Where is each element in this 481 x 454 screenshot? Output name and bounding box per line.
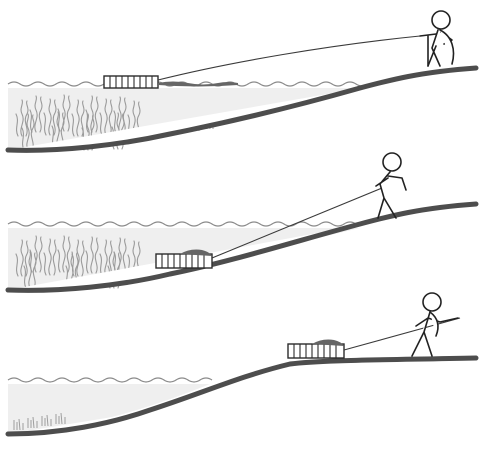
person-pulling-rope bbox=[420, 11, 454, 66]
water-surface-waves bbox=[8, 378, 212, 382]
panel-2-partially-cleared bbox=[8, 153, 476, 290]
rake-rope bbox=[158, 36, 420, 80]
panel-3-weeds-removed bbox=[8, 293, 476, 434]
water-surface-waves bbox=[8, 222, 356, 226]
panel-1-dense-weeds bbox=[8, 11, 476, 150]
lake-water bbox=[8, 384, 210, 434]
person-pulling-rope bbox=[376, 153, 406, 218]
person-pulling-rope bbox=[412, 293, 458, 356]
lake-water bbox=[8, 88, 360, 150]
rake-on-shore bbox=[288, 340, 344, 359]
rake-rope bbox=[344, 318, 460, 350]
